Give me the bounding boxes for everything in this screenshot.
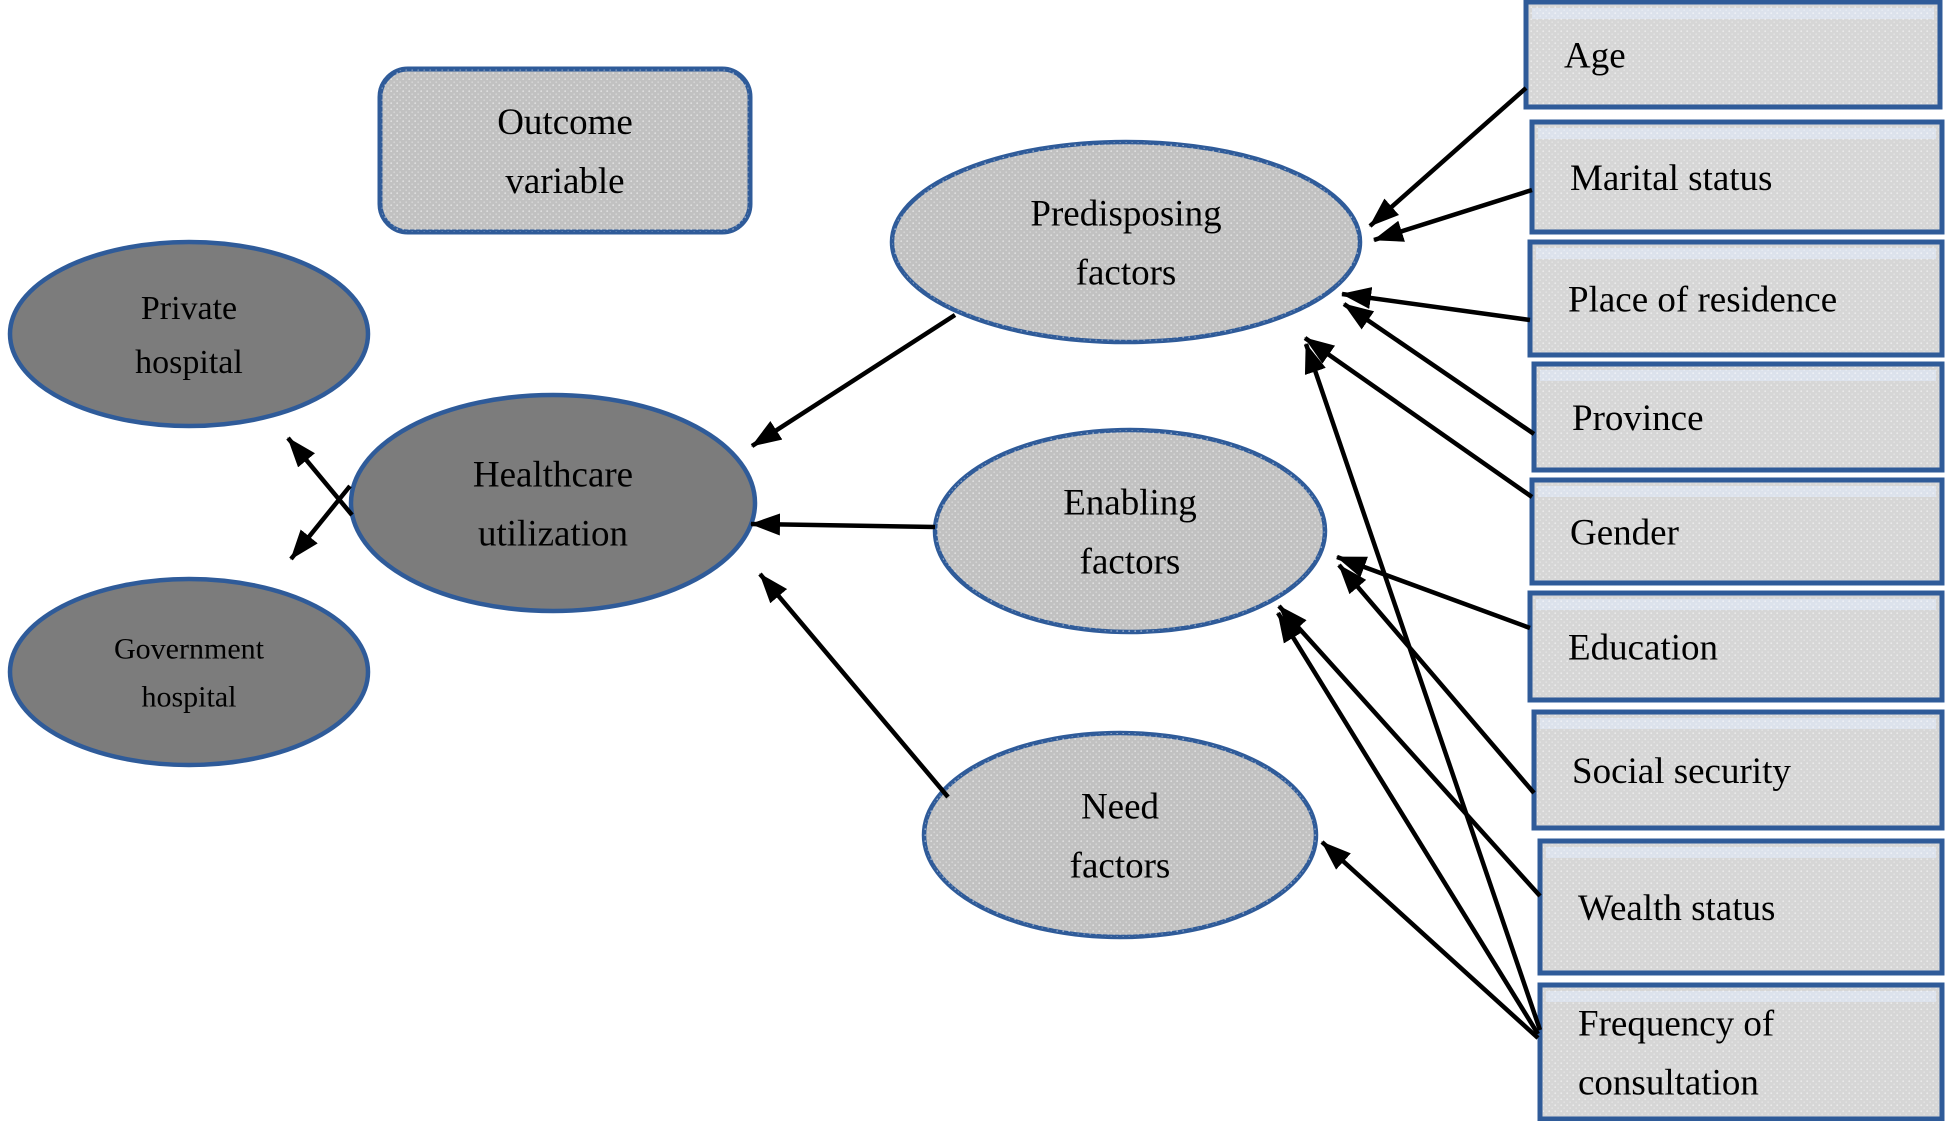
private-hospital-node [7,239,371,429]
arrow-marital-status-to-predisposing-factors [1373,187,1533,243]
place-of-residence-box-texture [1533,245,1939,352]
arrow-predisposing-factors-to-healthcare-utilization [750,313,957,448]
enabling-factors-texture [935,430,1325,632]
arrow-gender-to-predisposing-factors [1303,336,1534,499]
age-box-texture [1529,5,1937,104]
social-security-box-texture [1537,715,1939,825]
wealth-status-box-texture [1543,844,1939,970]
province-box-texture [1537,367,1939,467]
arrow-frequency-of-consultation-to-enabling-factors [1276,611,1540,1036]
predisposing-factors-texture [892,142,1360,342]
need-factors-texture [924,733,1316,937]
gender-label: Gender [1570,512,1679,553]
age-label: Age [1564,35,1626,76]
arrow-province-to-predisposing-factors [1342,302,1536,436]
healthcare-utilization-node [348,392,758,614]
arrow-age-to-predisposing-factors [1368,86,1528,228]
arrow-wealth-status-to-enabling-factors [1277,604,1542,898]
marital-status-label: Marital status [1570,158,1772,199]
wealth-status-label: Wealth status [1578,888,1775,929]
education-label: Education [1568,627,1718,668]
social-security-label: Social security [1572,751,1791,792]
arrow-education-to-enabling-factors [1336,554,1531,631]
education-box-texture [1533,596,1939,697]
frequency-of-consultation-box-texture [1543,988,1939,1116]
province-label: Province [1572,398,1704,439]
arrow-frequency-of-consultation-to-need-factors [1320,840,1540,1040]
arrow-social-security-to-enabling-factors [1337,563,1536,795]
arrow-place-of-residence-to-predisposing-factors [1341,287,1531,323]
arrow-frequency-of-consultation-to-predisposing-factors [1303,343,1543,1031]
gender-box-texture [1535,483,1939,580]
marital-status-box-texture [1535,125,1939,229]
arrow-healthcare-utilization-to-private-hospital [286,436,354,517]
government-hospital-node [7,576,371,768]
arrow-healthcare-utilization-to-government-hospital [289,484,352,561]
arrow-need-factors-to-healthcare-utilization [758,572,950,799]
arrow-enabling-factors-to-healthcare-utilization [750,513,936,536]
place-of-residence-label: Place of residence [1568,279,1837,320]
outcome-variable-texture [380,69,750,232]
